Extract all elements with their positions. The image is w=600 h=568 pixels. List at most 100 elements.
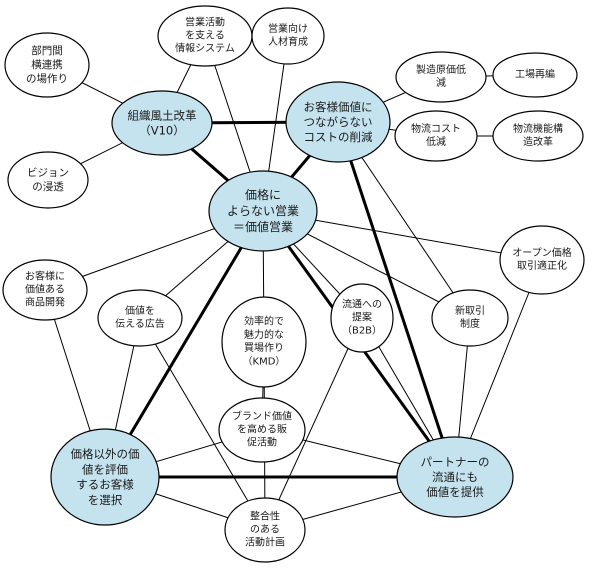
node-ellipse <box>7 151 89 209</box>
node-ellipse <box>492 52 578 98</box>
node-ellipse <box>492 110 584 162</box>
node-label-line: 新取引 <box>455 304 485 317</box>
node-label-line: 組織風土改革 <box>128 108 197 122</box>
node-label-line: （B2B） <box>342 325 382 337</box>
node-label-line: 情報システム <box>175 42 235 55</box>
node-ellipse <box>208 170 318 252</box>
node-label-line: 流通への <box>342 297 382 310</box>
edge-cost-partner <box>336 120 457 479</box>
node-label-line: 商品開発 <box>25 296 65 309</box>
node-label-line: 伝える広告 <box>115 317 165 330</box>
node-label-line: 製造原価低 <box>416 63 466 76</box>
node-ellipse <box>221 296 307 388</box>
node-label-line: 活動計画 <box>245 536 285 549</box>
node-label-line: するお客様 <box>76 478 134 492</box>
node-ellipse <box>251 7 325 65</box>
nodes-layer: 組織風土改革 （V10） お客様価値につながらないコストの削減価格によらない営業＝価… <box>2 5 585 563</box>
node-label-line: 整合性 <box>250 509 280 522</box>
node-label-line: ブランド価値 <box>232 409 292 422</box>
node-label-line: （V10） <box>139 124 185 138</box>
edge-ryutsu-seigo <box>264 317 363 531</box>
edge-kakaku-okyaku_sentaku <box>103 209 265 479</box>
node-label-line: ＝価値営業 <box>233 219 293 234</box>
node-ellipse <box>394 110 478 162</box>
node-label-line: よらない営業 <box>227 204 299 218</box>
node-label-line: つながらない <box>304 115 373 129</box>
node-label-line: 工場再編 <box>515 68 555 81</box>
node-label-line: 価値を提供 <box>426 485 484 499</box>
node-ellipse <box>224 497 306 563</box>
node-label-line: お客様価値に <box>304 100 373 114</box>
node-label-line: 減 <box>436 76 446 89</box>
node-label-line: 効率的で <box>244 315 284 328</box>
node-ellipse <box>218 397 306 463</box>
node-label-line: のある <box>250 524 280 536</box>
node-label-line: パートナーの <box>421 455 490 469</box>
node-label-line: 営業向け <box>268 22 308 35</box>
node-label-line: 取引適正化 <box>517 259 567 272</box>
node-label-line: コストの削減 <box>304 130 373 144</box>
node-kojo: 工場再編 <box>492 52 578 98</box>
node-label-line: 物流コスト <box>411 122 461 135</box>
edge-kokoku-seigo <box>139 317 266 531</box>
node-label-line: 横連携 <box>31 58 63 71</box>
node-label-line: オープン価格 <box>512 246 571 259</box>
node-label-line: （KMD） <box>243 355 286 367</box>
node-label-line: 営業活動 <box>185 15 225 28</box>
node-ellipse <box>395 51 487 103</box>
node-label-line: を高める販 <box>237 423 287 436</box>
node-soshiki: 組織風土改革 （V10） <box>111 90 213 156</box>
node-label-line: 部門間 <box>31 44 63 57</box>
node-label-line: 価値ある <box>25 283 65 296</box>
node-label-line: 価格に <box>245 187 281 202</box>
node-label-line: 魅力的な <box>244 328 284 341</box>
node-label-line: の場作り <box>26 72 68 85</box>
node-label-line: 提案 <box>352 311 372 324</box>
node-ellipse <box>499 225 585 295</box>
node-ellipse <box>111 90 213 156</box>
node-ellipse <box>396 436 514 518</box>
node-ellipse <box>4 32 90 98</box>
node-ellipse <box>97 289 183 347</box>
node-label-line: を選択 <box>88 493 123 507</box>
node-label-line: 物流機能構 <box>513 122 563 135</box>
node-label-line: 促活動 <box>247 436 277 449</box>
node-label-line: 人材育成 <box>268 35 308 48</box>
node-label-line: 流通にも <box>432 470 478 484</box>
node-label-line: 造改革 <box>523 135 553 148</box>
node-label-line: 値を評価 <box>82 462 128 476</box>
node-label-line: を支える <box>185 30 225 42</box>
node-label-line: の浸透 <box>32 181 64 193</box>
node-label-line: お客様に <box>25 269 65 282</box>
node-ellipse <box>330 283 394 353</box>
node-label-line: 価格以外の価 <box>71 447 140 461</box>
node-label-line: 低減 <box>426 135 446 148</box>
node-label-line: 制度 <box>460 317 480 330</box>
node-ellipse <box>2 259 88 321</box>
node-label-line: 価値を <box>125 304 155 317</box>
node-ellipse <box>431 289 509 347</box>
node-label-line: ビジョン <box>27 167 69 179</box>
node-label-line: 買場作り <box>244 341 284 354</box>
node-ellipse <box>285 81 391 163</box>
